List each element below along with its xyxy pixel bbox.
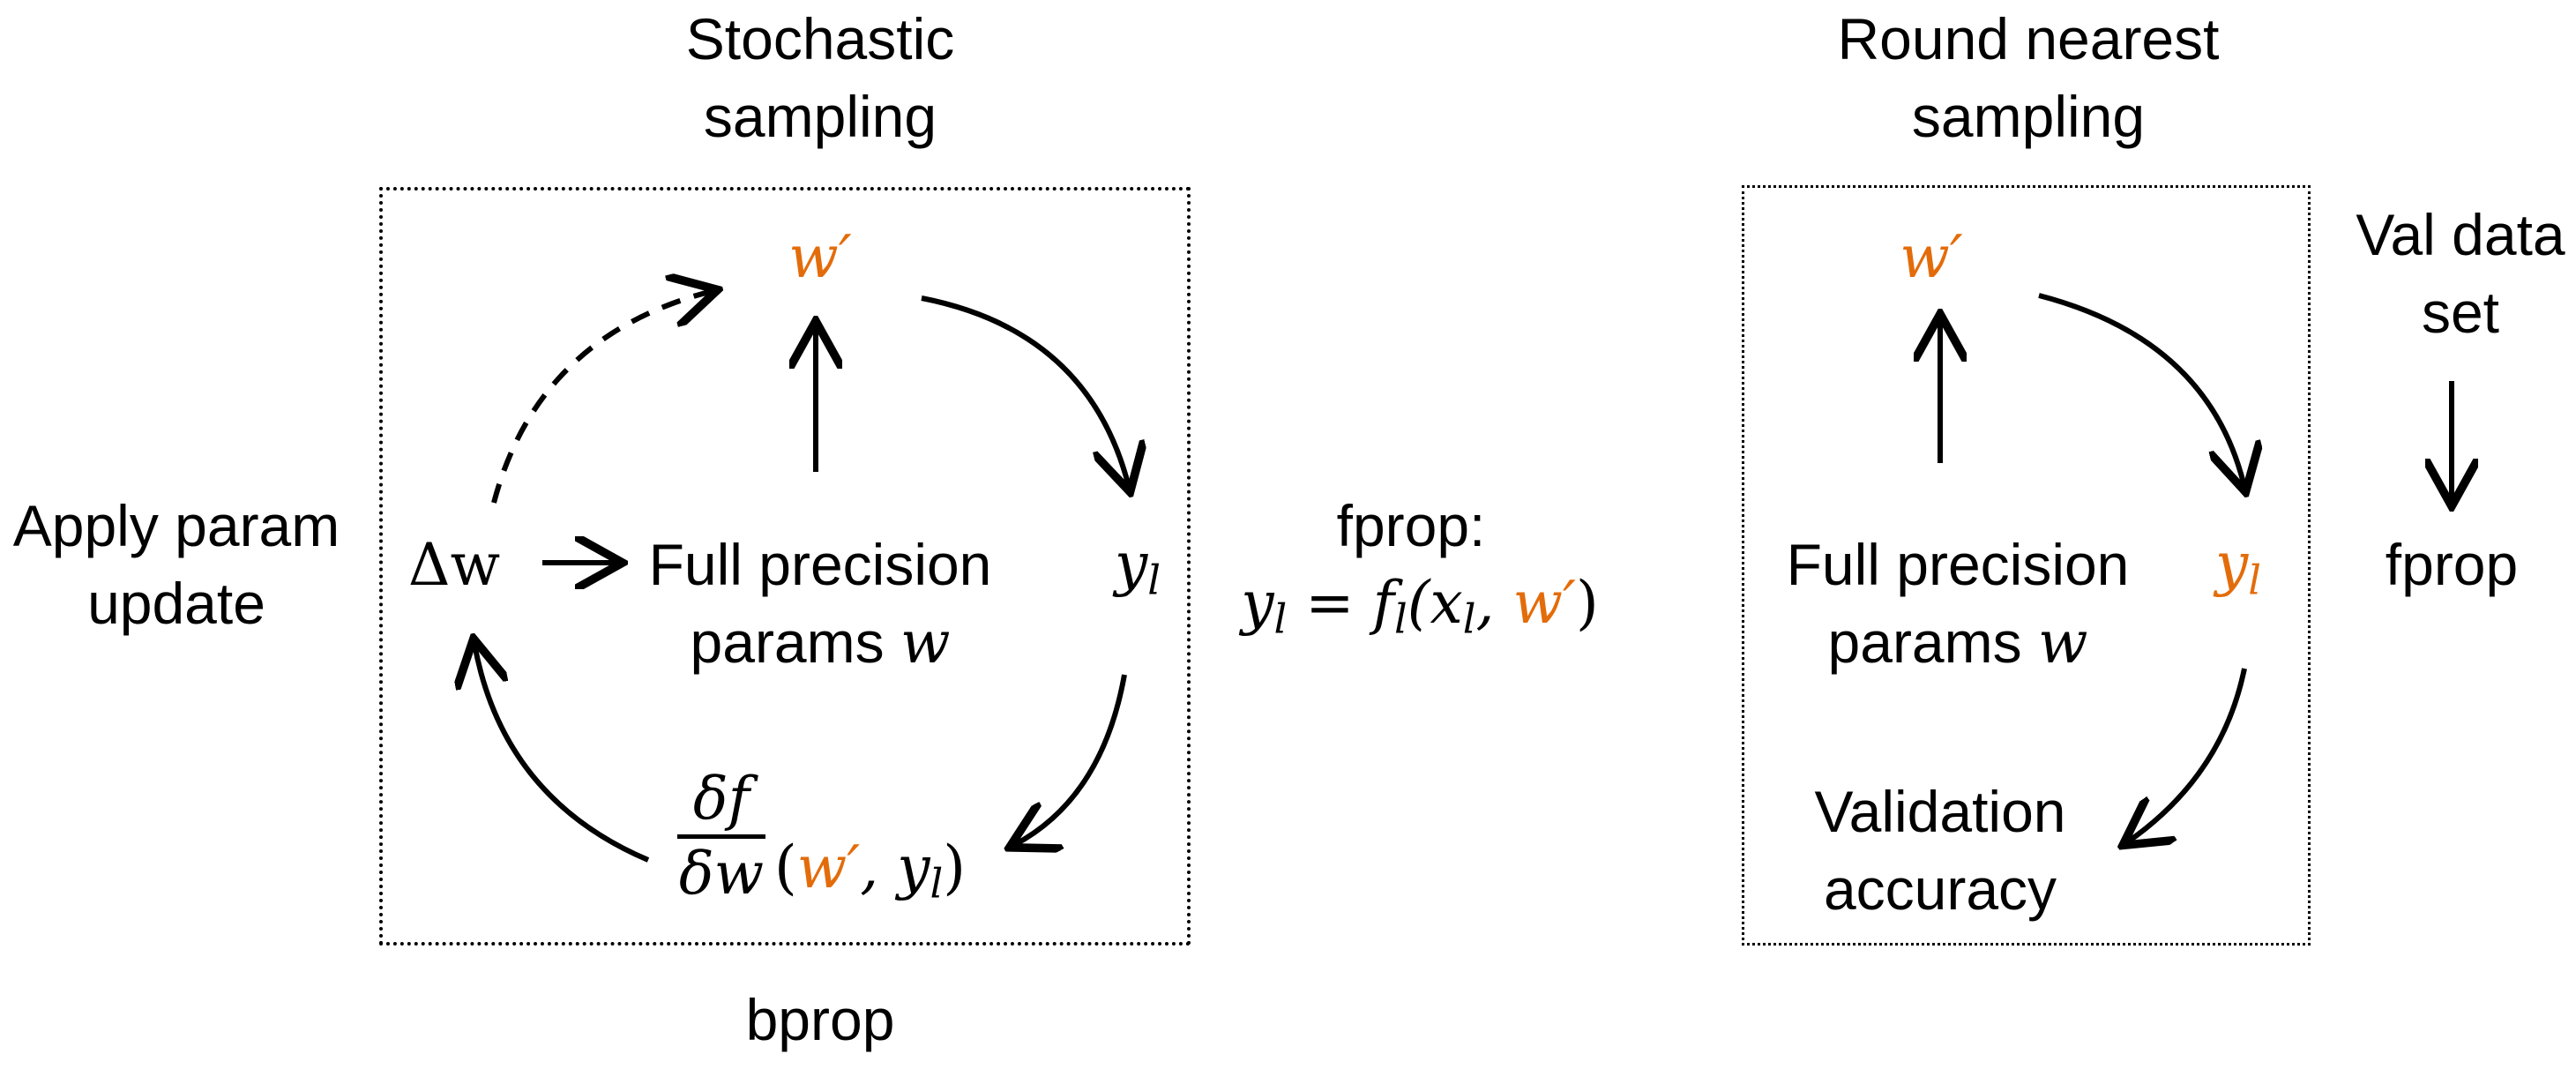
gradient-arguments: (w′, yl) <box>774 829 1004 923</box>
left-y-l-base: y <box>1114 530 1148 598</box>
right-center-line2: params w <box>1773 603 2143 682</box>
right-full-precision-params: Full precision params w <box>1773 526 2143 682</box>
gradient-fraction-bar <box>677 834 765 839</box>
grad-close-paren: ) <box>943 834 967 901</box>
eq-mid: = f <box>1287 569 1394 637</box>
left-backward-arc-arrow <box>474 644 650 863</box>
fprop-title: fprop: <box>1336 493 1486 558</box>
left-center-line1: Full precision <box>648 532 992 597</box>
round-nearest-box <box>1742 185 2311 946</box>
grad-w-prime: w′ <box>796 834 861 901</box>
right-center-line2-var: w <box>2037 609 2088 677</box>
left-y-l-sub: l <box>1147 556 1161 604</box>
validation-line2: accuracy <box>1823 856 2057 922</box>
right-forward-arc-arrow <box>2038 293 2244 487</box>
eq-comma: , <box>1475 569 1513 637</box>
val-data-line2: set <box>2421 280 2500 345</box>
right-down-arc-arrow <box>2127 668 2247 842</box>
right-center-line2-text: params <box>1827 609 2038 675</box>
stochastic-sampling-title: Stochastic sampling <box>670 0 970 155</box>
left-delta-w-node: Δw <box>401 526 507 604</box>
right-y-l-node: yl <box>2194 526 2282 619</box>
right-y-l-sub: l <box>2248 556 2262 604</box>
apply-param-update-label: Apply param update <box>0 487 353 642</box>
left-full-precision-params: Full precision params w <box>635 526 1005 682</box>
right-y-l-base: y <box>2214 530 2249 598</box>
apply-line2: update <box>87 571 265 636</box>
gradient-numerator: δf <box>692 765 750 833</box>
right-center-line1: Full precision <box>1786 532 2130 597</box>
left-center-line2: params w <box>635 603 1005 682</box>
fprop-equation: yl = fl(xl, w′) <box>1208 564 1631 658</box>
eq-f-sub: l <box>1394 594 1407 643</box>
stochastic-title-line1: Stochastic <box>685 6 955 71</box>
right-fprop-label: fprop <box>2385 532 2519 597</box>
validation-line1: Validation <box>1814 779 2066 844</box>
left-down-arc-arrow <box>1014 674 1127 845</box>
eq-x-sub: l <box>1462 594 1476 643</box>
eq-y-sub: l <box>1273 594 1288 643</box>
round-nearest-sampling-title: Round nearest sampling <box>1790 0 2266 155</box>
bprop-label: bprop <box>745 987 895 1052</box>
apply-line1: Apply param <box>12 493 340 558</box>
eq-w-prime: w′ <box>1512 569 1576 637</box>
val-data-line1: Val data <box>2356 202 2565 267</box>
validation-accuracy-label: Validation accuracy <box>1773 773 2108 928</box>
grad-rest: , y <box>860 834 930 901</box>
gradient-denominator: δw <box>678 840 765 908</box>
left-center-line2-var: w <box>900 609 951 677</box>
eq-close: ) <box>1576 569 1599 637</box>
delta-w-label: Δw <box>407 531 501 599</box>
stochastic-title-line2: sampling <box>703 84 937 149</box>
left-dashed-update-arrow <box>491 291 713 504</box>
gradient-fraction: δf δw <box>677 767 765 906</box>
grad-open-paren: ( <box>774 834 797 901</box>
left-y-l-node: yl <box>1094 526 1182 619</box>
round-title-line1: Round nearest <box>1837 6 2220 71</box>
round-title-line2: sampling <box>1911 84 2146 149</box>
val-data-set-label: Val data set <box>2346 196 2575 351</box>
grad-y-sub: l <box>930 859 944 908</box>
left-forward-arc-arrow <box>921 295 1129 487</box>
left-center-line2-text: params <box>690 609 900 675</box>
stochastic-sampling-box <box>379 187 1191 946</box>
left-w-prime-node: w′ <box>788 223 852 291</box>
eq-y: y <box>1241 569 1274 637</box>
right-w-prime-node: w′ <box>1900 223 1963 291</box>
eq-open: (x <box>1407 569 1463 637</box>
